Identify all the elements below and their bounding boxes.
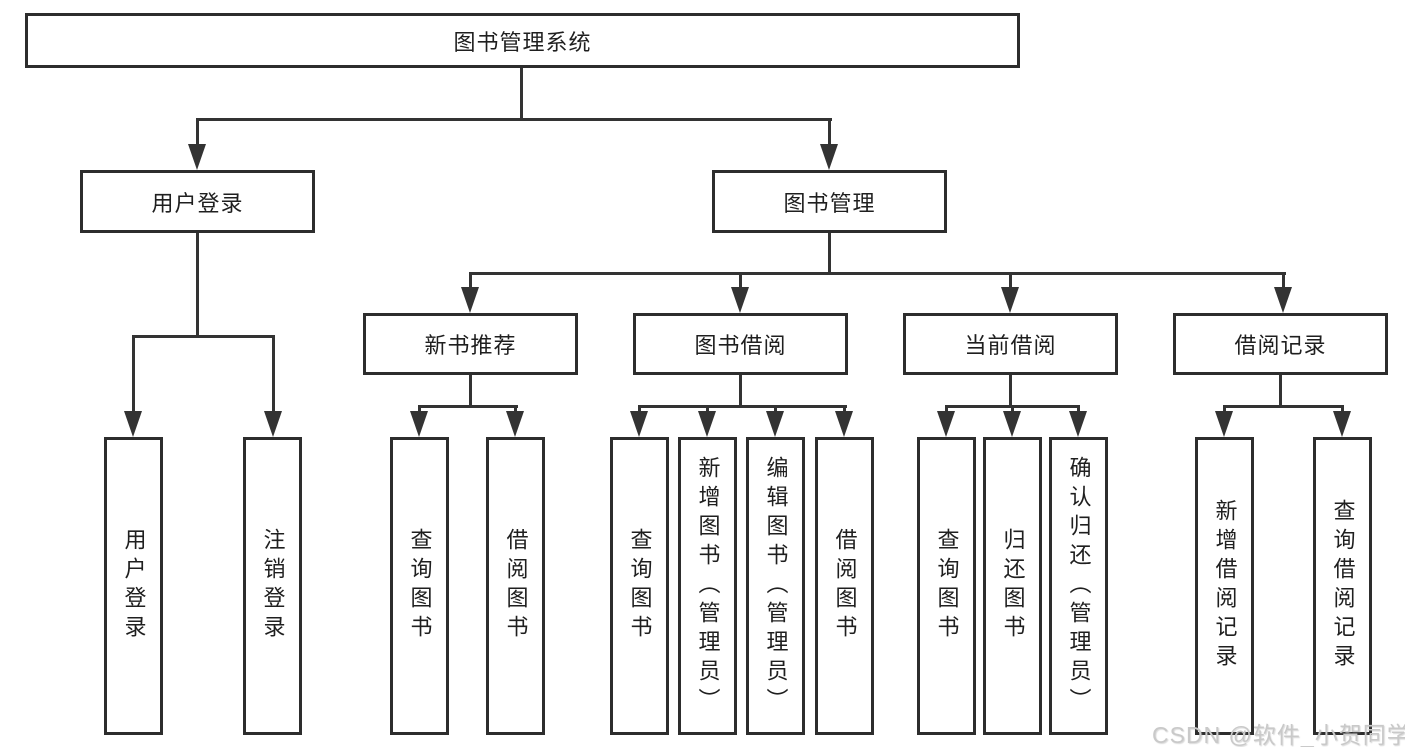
connector-line — [418, 405, 518, 408]
arrow-down — [264, 411, 282, 437]
node-label: 编辑图书（管理员） — [763, 455, 789, 717]
node-label: 查询图书 — [934, 528, 960, 644]
arrow-down — [124, 411, 142, 437]
arrow-down — [1003, 411, 1021, 437]
arrow-down — [506, 411, 524, 437]
leaf-confirm-return-admin: 确认归还（管理员） — [1049, 437, 1108, 735]
node-label: 确认归还（管理员） — [1066, 455, 1092, 717]
arrow-down — [1001, 287, 1019, 313]
arrow-down — [1333, 411, 1351, 437]
connector-line — [520, 68, 523, 118]
connector-line — [469, 272, 1286, 275]
csdn-watermark: CSDN @软件_小贺同学 — [1152, 722, 1405, 747]
connector-line — [418, 405, 421, 413]
leaf-add-borrow-record: 新增借阅记录 — [1195, 437, 1254, 735]
node-label: 借阅图书 — [503, 528, 529, 644]
arrow-down — [461, 287, 479, 313]
node-label: 查询图书 — [627, 528, 653, 644]
arrow-down — [630, 411, 648, 437]
node-label: 图书管理系统 — [453, 29, 592, 55]
node-label: 图书管理 — [783, 190, 876, 216]
node-label: 借阅图书 — [832, 528, 858, 644]
arrow-down — [698, 411, 716, 437]
connector-line — [945, 405, 948, 413]
leaf-query-books-borrow: 查询图书 — [610, 437, 669, 735]
node-label: 归还图书 — [1000, 528, 1026, 644]
node-label: 新书推荐 — [424, 333, 517, 358]
connector-line — [196, 118, 832, 121]
leaf-logout: 注销登录 — [243, 437, 302, 735]
connector-line — [706, 405, 709, 413]
connector-line — [1011, 405, 1014, 413]
connector-line — [514, 405, 517, 413]
node-label: 用户登录 — [151, 190, 244, 216]
leaf-return-books: 归还图书 — [983, 437, 1042, 735]
node-label: 当前借阅 — [964, 333, 1057, 358]
node-borrow-records: 借阅记录 — [1173, 313, 1388, 375]
connector-line — [1279, 375, 1282, 405]
connector-line — [196, 118, 199, 146]
node-label: 新增借阅记录 — [1212, 499, 1238, 673]
node-new-book-recommend: 新书推荐 — [363, 313, 578, 375]
node-user-login: 用户登录 — [80, 170, 315, 233]
connector-line — [1341, 405, 1344, 413]
node-label: 新增图书（管理员） — [695, 455, 721, 717]
connector-line — [132, 335, 275, 338]
arrow-down — [835, 411, 853, 437]
connector-line — [774, 405, 777, 413]
node-book-management: 图书管理 — [712, 170, 947, 233]
connector-line — [1223, 405, 1344, 408]
connector-line — [196, 233, 199, 335]
node-current-borrow: 当前借阅 — [903, 313, 1118, 375]
arrow-down — [410, 411, 428, 437]
node-label: 注销登录 — [260, 528, 286, 644]
leaf-query-books-newbook: 查询图书 — [390, 437, 449, 735]
connector-line — [272, 335, 275, 413]
arrow-down — [188, 144, 206, 170]
connector-line — [828, 118, 831, 146]
arrow-down — [937, 411, 955, 437]
connector-line — [132, 335, 135, 413]
arrow-down — [766, 411, 784, 437]
arrow-down — [1274, 287, 1292, 313]
connector-line — [469, 272, 472, 289]
leaf-query-borrow-record: 查询借阅记录 — [1313, 437, 1372, 735]
connector-line — [638, 405, 641, 413]
node-label: 查询借阅记录 — [1330, 499, 1356, 673]
connector-line — [739, 375, 742, 405]
leaf-borrow-books-newbook: 借阅图书 — [486, 437, 545, 735]
connector-line — [1223, 405, 1226, 413]
connector-line — [469, 375, 472, 405]
leaf-edit-book-admin: 编辑图书（管理员） — [746, 437, 805, 735]
node-label: 用户登录 — [121, 528, 147, 644]
node-label: 图书借阅 — [694, 333, 787, 358]
node-book-borrow: 图书借阅 — [633, 313, 848, 375]
arrow-down — [731, 287, 749, 313]
leaf-user-login: 用户登录 — [104, 437, 163, 735]
connector-line — [739, 272, 742, 289]
connector-line — [1077, 405, 1080, 413]
arrow-down — [1069, 411, 1087, 437]
connector-line — [1009, 272, 1012, 289]
arrow-down — [820, 144, 838, 170]
leaf-query-books-current: 查询图书 — [917, 437, 976, 735]
leaf-borrow-books-borrow: 借阅图书 — [815, 437, 874, 735]
arrow-down — [1215, 411, 1233, 437]
connector-line — [843, 405, 846, 413]
node-label: 借阅记录 — [1234, 333, 1327, 358]
connector-line — [828, 233, 831, 272]
leaf-add-book-admin: 新增图书（管理员） — [678, 437, 737, 735]
node-root: 图书管理系统 — [25, 13, 1020, 68]
connector-line — [1009, 375, 1012, 405]
node-label: 查询图书 — [407, 528, 433, 644]
connector-line — [1282, 272, 1285, 289]
connector-line — [638, 405, 847, 408]
